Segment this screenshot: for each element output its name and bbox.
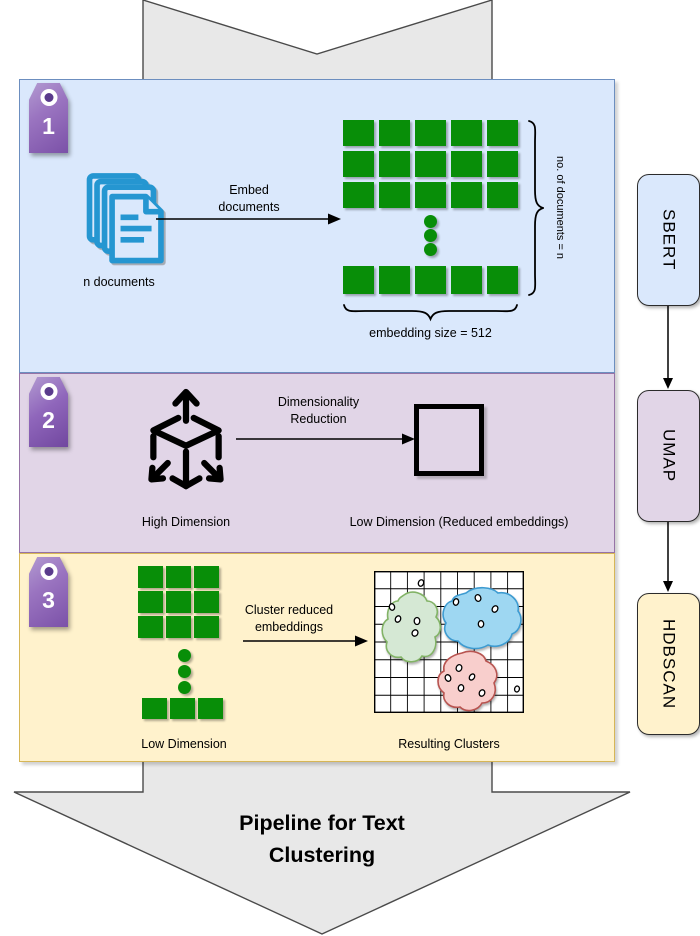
cluster-arrow-label: Cluster reduced embeddings (244, 603, 334, 634)
pipeline-title: Pipeline for Text Clustering (239, 811, 405, 867)
tag-hole-icon (40, 563, 57, 580)
stage2-number: 2 (42, 407, 55, 433)
umap-box: UMAP (637, 390, 700, 522)
high-dimension-cube-icon (148, 388, 224, 490)
stage2-panel: 2 High Dimension Dimensionality Reductio… (19, 373, 615, 553)
stage3-number-tag: 3 (29, 557, 68, 627)
stage1-number-tag: 1 (29, 83, 68, 153)
sbert-box: SBERT (637, 174, 700, 306)
cluster-arrow (243, 635, 368, 647)
cols-brace (343, 304, 518, 322)
resulting-clusters-label: Resulting Clusters (398, 737, 500, 751)
cols-brace-label: embedding size = 512 (369, 326, 492, 340)
stage3-number: 3 (42, 587, 55, 613)
high-dimension-label: High Dimension (141, 515, 231, 529)
ellipsis-dot (424, 243, 437, 256)
sbert-label: SBERT (659, 209, 679, 271)
tag-hole-icon (40, 89, 57, 106)
embed-arrow-label: Embed documents (218, 183, 280, 214)
umap-label: UMAP (659, 429, 679, 483)
stage1-number: 1 (42, 113, 55, 139)
ellipsis-dot (178, 649, 191, 662)
rows-brace-label: no. of documents = n (554, 156, 566, 260)
embedding-matrix-last-row (343, 266, 518, 294)
ellipsis-dot (178, 665, 191, 678)
ellipsis-dot (424, 215, 437, 228)
stage3-panel: 3 Low Dimension Cluster reduced embeddin… (19, 553, 615, 762)
model-connector-arrows (663, 304, 673, 592)
low-dimension-label: Low Dimension (141, 737, 227, 751)
cluster-blob-blue (442, 586, 522, 650)
stage2-number-tag: 2 (29, 377, 68, 447)
ellipsis-dot (178, 681, 191, 694)
documents-stack-icon (86, 173, 164, 264)
stage1-panel: 1 n documents Embed documents (19, 79, 615, 373)
hdbscan-box: HDBSCAN (637, 593, 700, 735)
reduction-arrow-label: Dimensionality Reduction (277, 395, 360, 426)
ellipsis-dot (424, 229, 437, 242)
low-dimension-label: Low Dimension (Reduced embeddings) (349, 515, 569, 529)
embed-arrow (156, 213, 341, 225)
tag-hole-icon (40, 383, 57, 400)
reduced-embeddings-square (414, 404, 484, 476)
embedding-matrix-grid (343, 120, 518, 208)
reduced-matrix-last-row (142, 698, 223, 719)
reduced-matrix-grid (138, 566, 219, 638)
hdbscan-label: HDBSCAN (659, 618, 679, 710)
documents-label: n documents (83, 275, 155, 289)
rows-brace (528, 120, 544, 296)
clusters-scatter-grid (374, 571, 524, 713)
reduction-arrow (236, 433, 415, 445)
